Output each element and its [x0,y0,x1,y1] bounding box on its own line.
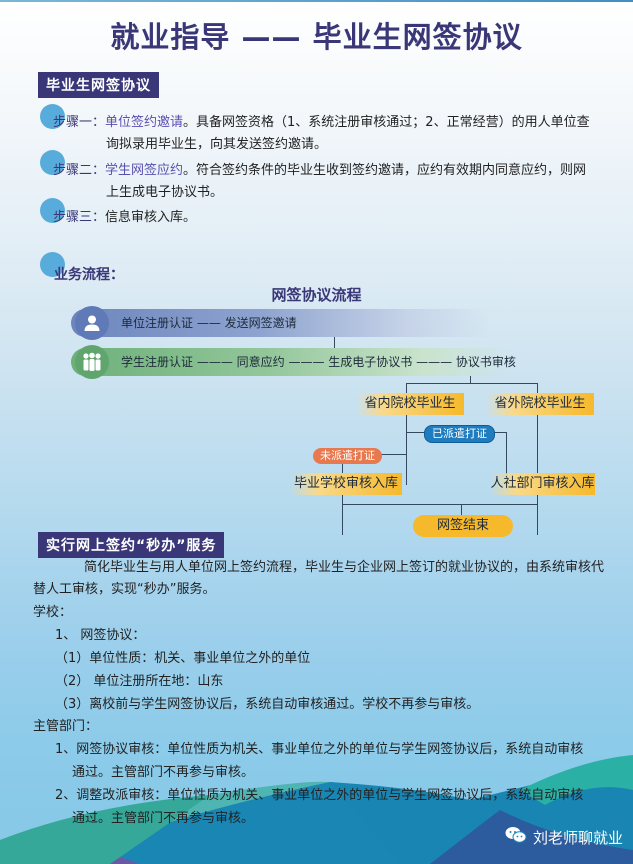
step-label: 步骤三： [53,210,106,225]
not-dispatched-badge: 未派遣打证 [313,448,382,464]
dept-item-2: 2、调整改派审核：单位性质为机关、事业单位之外的单位与学生网签协议后，系统自动审… [55,788,584,803]
connector-line [342,504,538,505]
wechat-icon [505,826,527,848]
step-text: 信息审核入库。 [105,210,197,225]
step-label: 步骤二： [53,163,106,178]
dispatched-badge: 已派遣打证 [424,425,495,443]
step-1: 步骤一：单位签约邀请。具备网签资格（1、系统注册审核通过；2、正常经营）的用人单… [53,112,603,156]
school-review-box: 毕业学校审核入库 [290,473,402,495]
connector-line [360,454,407,455]
step-text-cont: 上生成电子协议书。 [106,185,224,200]
connector-line [506,432,507,474]
dept-item-1: 1、网签协议审核：单位性质为机关、事业单位之外的单位与学生网签协议后，系统自动审… [55,742,584,757]
connector-line [406,383,407,485]
page-title: 就业指导 —— 毕业生网签协议 [110,20,523,54]
connector-line [470,376,471,384]
section-tag-instant-service: 实行网上签约“秒办”服务 [38,532,225,558]
top-border [0,0,633,2]
in-province-graduates-box: 省内院校毕业生 [356,393,464,415]
school-item-3: （2） 单位注册所在地：山东 [55,674,224,689]
step-3: 步骤三：信息审核入库。 [53,207,603,229]
section-bullet-icon [40,252,65,277]
employer-flow-text: 单位注册认证 —— 发送网签邀请 [121,316,297,330]
step-text-cont: 询拟录用毕业生，向其发送签约邀请。 [106,137,328,152]
esign-end-box: 网签结束 [413,515,513,537]
flow-title: 网签协议流程 [271,286,362,304]
intro-text: 简化毕业生与用人单位网上签约流程，毕业生与企业网上签订的就业协议的，由系统审核代 [84,560,605,575]
out-province-graduates-box: 省外院校毕业生 [486,393,594,415]
step-bullet-icon [40,104,65,129]
intro-line-2: 替人工审核，实现“秒办”服务。 [33,582,216,597]
brand-name: 刘老师聊就业 [533,828,624,847]
connector-line [342,461,343,535]
group-icon [75,345,109,379]
step-text: 。符合签约条件的毕业生收到签约邀请，应约有效期内同意应约，则网 [183,163,587,178]
step-2: 步骤二：学生网签应约。符合签约条件的毕业生收到签约邀请，应约有效期内同意应约，则… [53,160,603,204]
dept-item-1-cont: 通过。主管部门不再参与审核。 [72,765,255,780]
school-item-4: （3）离校前与学生网签协议后，系统自动审核通过。学校不再参与审核。 [55,697,480,712]
student-flow-bar: 学生注册认证 ——— 同意应约 ——— 生成电子协议书 ——— 协议书审核 [71,345,516,379]
step-bullet-icon [40,198,65,223]
step-highlight: 学生网签应约 [105,163,184,178]
step-highlight: 单位签约邀请 [105,115,184,130]
flow-heading: 业务流程： [54,267,124,283]
student-flow-text: 学生注册认证 ——— 同意应约 ——— 生成电子协议书 ——— 协议书审核 [121,355,516,369]
school-item-1: 1、 网签协议： [55,628,146,643]
school-item-2: （1）单位性质：机关、事业单位之外的单位 [55,651,311,666]
person-icon [75,306,109,340]
connector-line [461,504,462,516]
step-text: 。具备网签资格（1、系统注册审核通过；2、正常经营）的用人单位查 [183,115,590,130]
dept-item-2-cont: 通过。主管部门不再参与审核。 [72,811,255,826]
intro-line-1: 简化毕业生与用人单位网上签约流程，毕业生与企业网上签订的就业协议的，由系统审核代 [58,556,604,579]
step-bullet-icon [40,150,65,175]
connector-line [334,337,335,349]
connector-line [537,383,538,535]
hr-review-box: 人社部门审核入库 [490,473,595,495]
brand-watermark: 刘老师聊就业 [505,826,623,848]
step-label: 步骤一： [53,115,106,130]
employer-flow-bar: 单位注册认证 —— 发送网签邀请 [71,306,491,340]
school-label: 学校： [33,605,73,620]
connector-line [406,383,537,384]
section-tag-esign: 毕业生网签协议 [38,72,159,98]
dept-label: 主管部门： [33,719,99,734]
